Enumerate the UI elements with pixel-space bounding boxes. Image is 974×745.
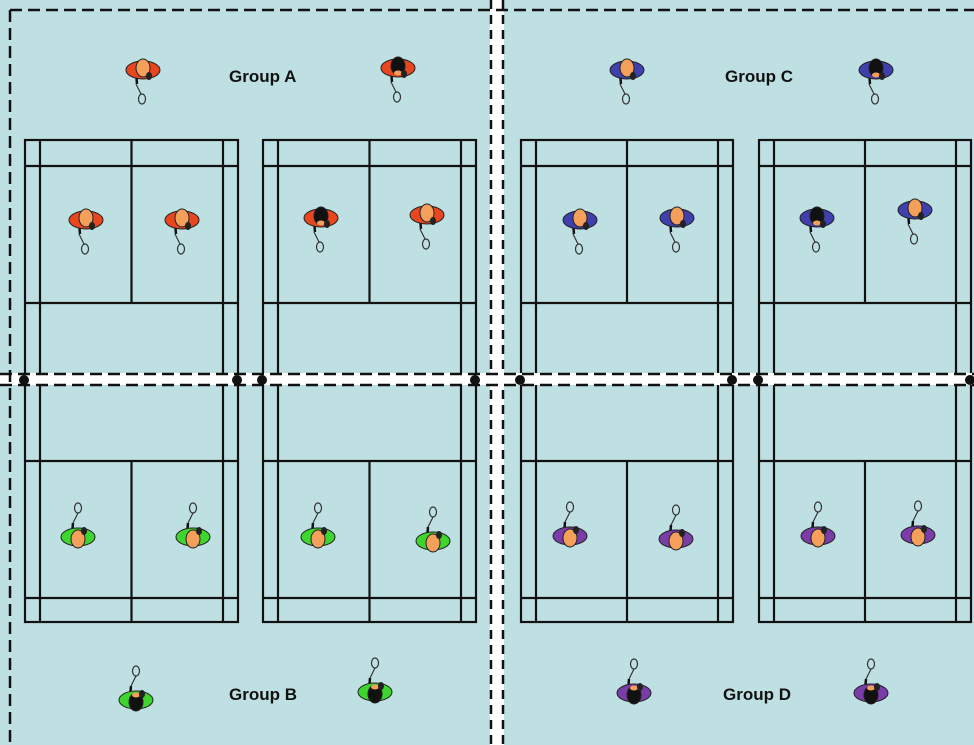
net-posts [19, 375, 974, 385]
badminton-player-icon [658, 503, 694, 551]
net-post-icon [19, 375, 29, 385]
badminton-player-icon [60, 501, 96, 549]
badminton-player-icon [380, 56, 416, 104]
badminton-player-icon [897, 198, 933, 246]
group-a-label: Group A [229, 67, 296, 86]
badminton-player-icon [900, 499, 936, 547]
net-post-icon [515, 375, 525, 385]
group-d-label: Group D [723, 685, 791, 704]
badminton-player-icon [609, 58, 645, 106]
net-post-icon [257, 375, 267, 385]
group-c-background [500, 0, 974, 378]
group-d-area [500, 378, 974, 745]
courts [23, 138, 973, 624]
group-a-background [0, 0, 492, 378]
players [60, 56, 936, 712]
badminton-player-icon [357, 656, 393, 704]
vertical-divider-gap [490, 0, 504, 745]
badminton-player-icon [118, 664, 154, 712]
badminton-player-icon [303, 206, 339, 254]
badminton-player-icon [552, 500, 588, 548]
badminton-player-icon [659, 206, 695, 254]
group-b-area [0, 378, 492, 745]
badminton-player-icon [853, 657, 889, 705]
group-a-area [0, 0, 492, 378]
group-c-label: Group C [725, 67, 793, 86]
badminton-player-icon [415, 505, 451, 553]
badminton-player-icon [300, 501, 336, 549]
badminton-player-icon [799, 206, 835, 254]
net-post-icon [965, 375, 974, 385]
badminton-player-icon [125, 58, 161, 106]
net-post-icon [470, 375, 480, 385]
net-post-icon [753, 375, 763, 385]
badminton-player-icon [68, 208, 104, 256]
group-b-label: Group B [229, 685, 297, 704]
badminton-player-icon [562, 208, 598, 256]
badminton-player-icon [409, 203, 445, 251]
net-post-icon [232, 375, 242, 385]
group-d-background [500, 378, 974, 745]
badminton-player-icon [175, 501, 211, 549]
badminton-player-icon [800, 500, 836, 548]
group-b-background [0, 378, 492, 745]
badminton-player-icon [616, 657, 652, 705]
badminton-player-icon [164, 208, 200, 256]
badminton-player-icon [858, 58, 894, 106]
group-c-area [500, 0, 974, 378]
net-post-icon [727, 375, 737, 385]
